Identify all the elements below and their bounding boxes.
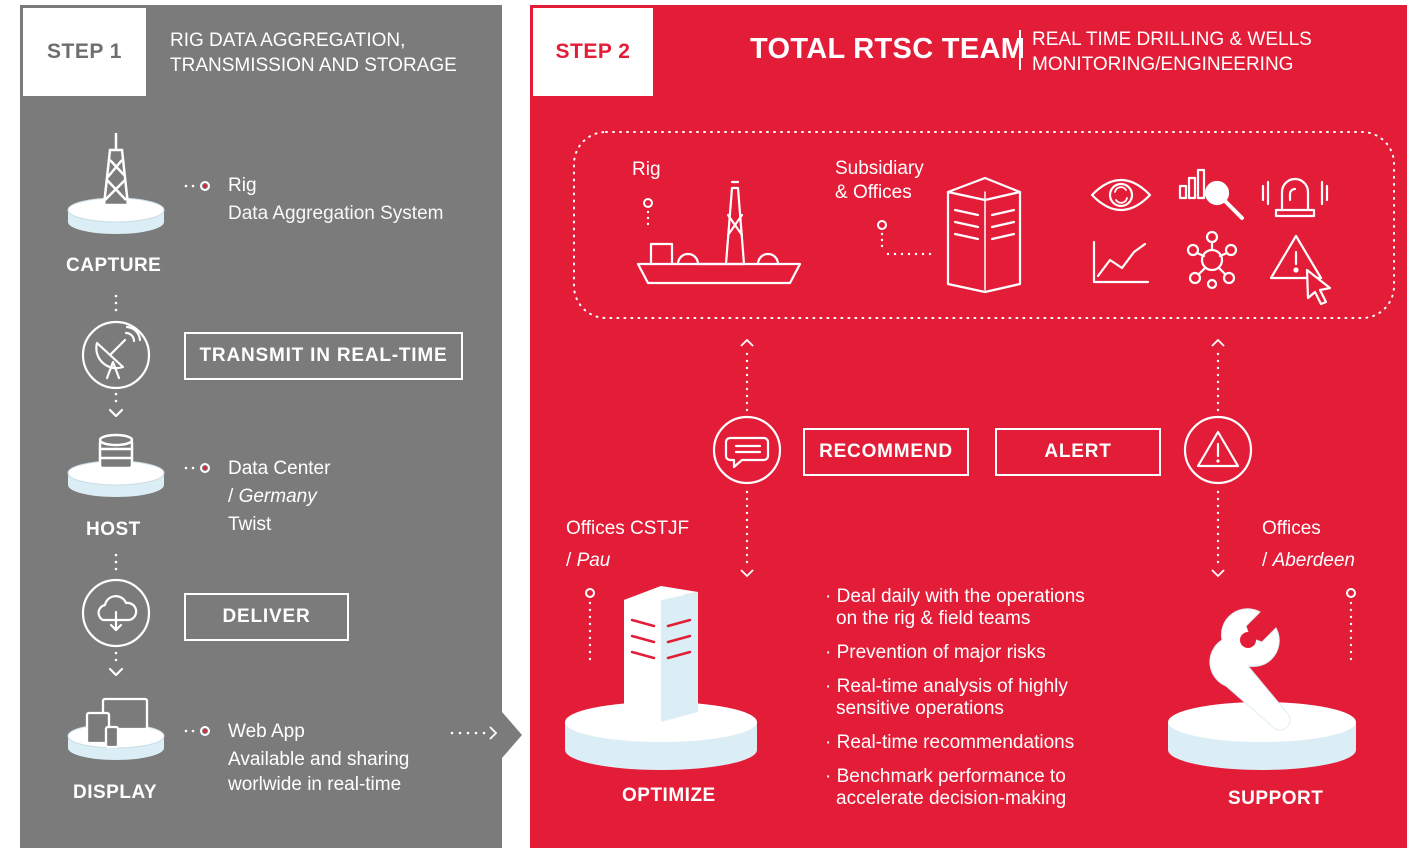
optimize-platform-icon xyxy=(565,586,757,770)
webapp-title: Web App xyxy=(228,721,305,742)
display-label: DISPLAY xyxy=(73,782,158,803)
recommend-box: RECOMMEND xyxy=(803,428,969,476)
list-item: · Benchmark performance to accelerate de… xyxy=(825,766,1067,809)
right-connector xyxy=(1211,338,1225,578)
chat-bubble-icon xyxy=(712,415,782,485)
drillship-icon xyxy=(636,180,802,285)
datacenter-info: Data Center / Germany Twist xyxy=(228,455,330,539)
wrench-icon xyxy=(1209,608,1291,731)
rig-title: Rig xyxy=(228,175,257,196)
satellite-dish-icon xyxy=(81,320,151,390)
list-item: · Prevention of major risks xyxy=(825,642,1046,663)
step1-title: RIG DATA AGGREGATION, TRANSMISSION AND S… xyxy=(170,28,457,78)
derrick-platform-icon xyxy=(67,133,165,234)
eye-refresh-icon xyxy=(1090,179,1152,211)
team-subtitle-line2: MONITORING/ENGINEERING xyxy=(1032,54,1294,75)
webapp-info: Web App Available and sharing worlwide i… xyxy=(228,718,409,798)
step1-badge: STEP 1 xyxy=(23,8,146,96)
list-item: · Real-time analysis of highly sensitive… xyxy=(825,676,1068,719)
list-item: · Real-time recommendations xyxy=(825,732,1075,753)
pau-location: Pau xyxy=(576,550,611,571)
flow-arrow xyxy=(450,726,498,740)
transmit-box: TRANSMIT IN REAL-TIME xyxy=(184,332,463,380)
team-title: TOTAL RTSC TEAM xyxy=(750,33,1026,65)
rig-info: Rig Data Aggregation System xyxy=(228,172,443,228)
subsidiary-line1: Subsidiary xyxy=(835,158,924,179)
capture-label: CAPTURE xyxy=(66,255,162,276)
support-pin xyxy=(1346,588,1356,661)
subsidiary-label: Subsidiary & Offices xyxy=(835,157,924,205)
alert-box: ALERT xyxy=(995,428,1161,476)
support-label: SUPPORT xyxy=(1228,788,1324,809)
monitoring-frame xyxy=(573,131,1395,319)
datacenter-leader xyxy=(184,463,210,473)
team-subtitle-line1: REAL TIME DRILLING & WELLS xyxy=(1032,29,1312,50)
cloud-download-icon xyxy=(81,578,151,648)
webapp-line1: Available and sharing xyxy=(228,749,410,770)
office-building-icon xyxy=(946,176,1022,294)
alarm-light-icon xyxy=(1261,177,1329,218)
deliver-box: DELIVER xyxy=(184,593,349,641)
datacenter-location: Germany xyxy=(238,486,317,507)
subsidiary-line2: & Offices xyxy=(835,182,912,203)
warning-cursor-icon xyxy=(1269,234,1332,306)
support-platform-icon xyxy=(1168,608,1356,770)
optimize-pin xyxy=(585,588,595,661)
rig-location-label: Rig xyxy=(632,159,661,180)
datacenter-name: Twist xyxy=(228,514,272,535)
step1-title-line2: TRANSMISSION AND STORAGE xyxy=(170,55,457,76)
host-label: HOST xyxy=(86,519,141,540)
responsibilities-list: · Deal daily with the operations on the … xyxy=(825,586,1155,810)
step1-title-line1: RIG DATA AGGREGATION, xyxy=(170,30,406,51)
rig-desc: Data Aggregation System xyxy=(228,203,444,224)
optimize-label: OPTIMIZE xyxy=(622,785,716,806)
datacenter-title: Data Center xyxy=(228,458,331,479)
left-connector xyxy=(740,338,754,578)
network-nodes-icon xyxy=(1186,230,1238,290)
offices-cstjf-label: Offices CSTJF / Pau xyxy=(566,513,689,577)
panel-notch xyxy=(502,712,522,758)
devices-platform-icon xyxy=(67,697,165,760)
step2-badge: STEP 2 xyxy=(533,8,653,96)
subsidiary-pin xyxy=(877,220,932,256)
webapp-line2: worlwide in real-time xyxy=(228,774,402,795)
header-divider xyxy=(1019,30,1021,70)
offices-aberdeen-label: Offices / Aberdeen xyxy=(1262,513,1355,577)
bar-chart-magnifier-icon xyxy=(1178,168,1244,220)
line-chart-icon xyxy=(1092,240,1150,284)
rig-pin xyxy=(643,198,653,226)
team-subtitle: REAL TIME DRILLING & WELLS MONITORING/EN… xyxy=(1032,27,1312,77)
database-platform-icon xyxy=(67,433,165,497)
list-item: · Deal daily with the operations on the … xyxy=(825,586,1085,629)
offices-title: Offices xyxy=(1262,518,1321,539)
rig-leader xyxy=(184,181,210,191)
webapp-leader xyxy=(184,726,210,736)
warning-icon xyxy=(1183,415,1253,485)
step1-panel xyxy=(20,5,502,848)
offices-cstjf-title: Offices CSTJF xyxy=(566,518,690,539)
aberdeen-location: Aberdeen xyxy=(1272,550,1355,571)
